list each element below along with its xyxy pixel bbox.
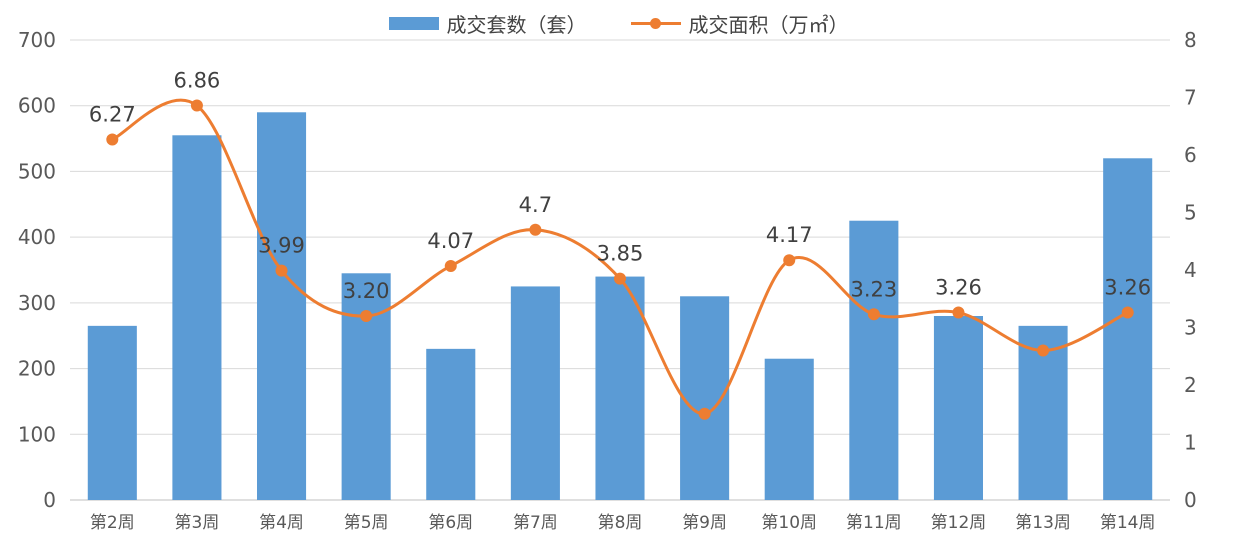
- x-tick-label: 第9周: [682, 513, 727, 533]
- x-tick-label: 第12周: [931, 513, 987, 533]
- y-right-tick-label: 8: [1184, 28, 1197, 52]
- y-right-tick-label: 1: [1184, 431, 1197, 455]
- line-data-label: 3.26: [1104, 276, 1151, 300]
- x-tick-label: 第6周: [428, 513, 473, 533]
- line-point: [106, 133, 119, 146]
- line-data-label: 3.23: [850, 277, 897, 301]
- y-left-tick-label: 200: [18, 357, 56, 381]
- bar-mark: [87, 325, 137, 500]
- y-right-tick-label: 2: [1184, 373, 1197, 397]
- line-data-label: 6.86: [174, 69, 221, 93]
- line-point: [698, 407, 711, 420]
- line-data-label: 3.20: [343, 279, 390, 303]
- legend-label-bars: 成交套数（套）: [446, 12, 587, 37]
- bar-mark: [172, 135, 222, 501]
- legend-item-bars: 成交套数（套）: [388, 9, 587, 38]
- x-tick-label: 第4周: [259, 513, 304, 533]
- line-point: [360, 310, 373, 322]
- bar-mark: [595, 276, 645, 500]
- y-right-tick-label: 5: [1184, 201, 1197, 225]
- y-right-tick-label: 7: [1184, 86, 1197, 110]
- x-tick-label: 第8周: [598, 513, 643, 533]
- line-point: [614, 272, 626, 285]
- y-left-tick-label: 400: [18, 225, 56, 249]
- bar-mark: [341, 273, 391, 500]
- bar-mark: [1103, 158, 1153, 501]
- line-point: [444, 259, 457, 272]
- line-point: [275, 264, 288, 277]
- y-right-tick-label: 0: [1184, 488, 1197, 512]
- y-right-tick-label: 6: [1184, 143, 1197, 167]
- bar-mark: [426, 348, 476, 500]
- x-tick-label: 第14周: [1100, 513, 1156, 533]
- line-data-label: 6.27: [89, 102, 136, 126]
- y-left-tick-label: 0: [43, 488, 56, 512]
- x-tick-label: 第7周: [513, 513, 558, 533]
- line-point: [1121, 306, 1134, 319]
- x-tick-label: 第13周: [1015, 513, 1071, 533]
- y-left-tick-label: 700: [18, 28, 56, 52]
- line-data-label: 4.7: [519, 193, 552, 217]
- line-data-label: 4.17: [766, 223, 813, 247]
- y-left-tick-label: 100: [18, 422, 56, 446]
- line-point: [783, 254, 796, 267]
- bar-mark: [764, 358, 814, 500]
- chart-legend: 成交套数（套） 成交面积（万㎡）: [0, 6, 1237, 40]
- bar-mark: [257, 112, 307, 501]
- bar-mark: [933, 316, 983, 500]
- line-point: [952, 306, 965, 319]
- y-left-tick-label: 300: [18, 291, 56, 315]
- legend-swatch-line: [630, 17, 681, 30]
- x-tick-label: 第11周: [846, 513, 902, 533]
- line-data-label: 3.99: [258, 234, 305, 258]
- line-data-label: 3.26: [935, 276, 982, 300]
- y-left-tick-label: 600: [18, 94, 56, 118]
- line-point: [1037, 344, 1050, 357]
- line-data-label: 3.85: [597, 242, 644, 266]
- x-tick-label: 第10周: [761, 513, 817, 533]
- line-point: [529, 223, 542, 236]
- y-left-tick-label: 500: [18, 159, 56, 183]
- y-right-tick-label: 3: [1184, 316, 1197, 340]
- x-tick-label: 第5周: [344, 513, 389, 533]
- bar-mark: [510, 286, 560, 500]
- x-tick-label: 第2周: [90, 513, 135, 533]
- x-tick-label: 第3周: [175, 513, 220, 533]
- legend-swatch-bar: [388, 16, 439, 30]
- y-right-tick-label: 4: [1184, 258, 1197, 282]
- legend-item-line: 成交面积（万㎡）: [630, 9, 849, 38]
- legend-label-line: 成交面积（万㎡）: [688, 12, 849, 37]
- line-point: [190, 99, 203, 112]
- bar-mark: [849, 220, 899, 500]
- line-data-label: 4.07: [427, 229, 474, 253]
- line-point: [867, 308, 880, 321]
